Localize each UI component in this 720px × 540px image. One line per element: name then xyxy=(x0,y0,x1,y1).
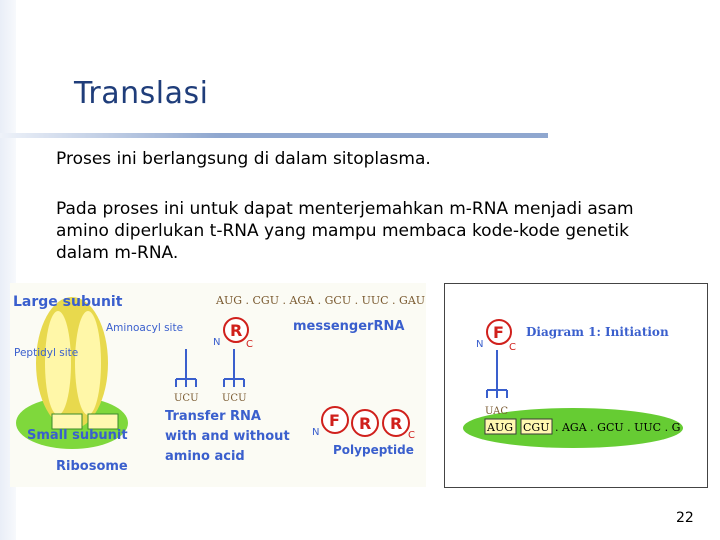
trna-anticodon: UCU xyxy=(222,393,247,404)
transfer-rna-label-line2: with and without xyxy=(165,429,290,444)
polypeptide-letter: R xyxy=(390,414,402,433)
small-subunit-shape xyxy=(463,408,683,448)
polypeptide-letter: F xyxy=(329,411,340,430)
title-underline xyxy=(0,133,548,138)
ribosome-figure: Large subunit Aminoacyl site Peptidyl si… xyxy=(10,283,426,487)
mrna-sequence: AUG . CGU . AGA . GCU . UUC . GAU xyxy=(215,294,425,307)
codon-aug: AUG xyxy=(486,421,513,434)
n-terminus-label: N xyxy=(213,337,220,348)
ribosome-diagram: Large subunit Aminoacyl site Peptidyl si… xyxy=(13,294,425,474)
c-terminus-label: C xyxy=(509,342,516,353)
paragraph-location: Proses ini berlangsung di dalam sitoplas… xyxy=(56,149,431,169)
polypeptide-label: Polypeptide xyxy=(333,443,414,457)
trna-anticodon: UAC xyxy=(485,406,508,417)
amino-acid-letter: F xyxy=(493,323,504,342)
aminoacyl-site-shape xyxy=(75,311,101,415)
trna-anticodon-prongs xyxy=(175,378,197,387)
amino-acid-circle xyxy=(223,317,249,343)
amino-acid-letter: R xyxy=(230,321,242,340)
page-number: 22 xyxy=(676,510,694,526)
codon-box xyxy=(484,418,517,435)
n-terminus-label: N xyxy=(476,339,483,350)
slide-title: Translasi xyxy=(74,76,209,111)
paragraph-description: Pada proses ini untuk dapat menterjemahk… xyxy=(56,199,634,263)
polypeptide-amino-circle xyxy=(321,406,349,434)
large-subunit-label: Large subunit xyxy=(13,294,123,310)
transfer-rna-label: Transfer RNA xyxy=(165,409,261,424)
polypeptide-amino-circle xyxy=(382,409,410,437)
peptidyl-site-shape xyxy=(45,311,71,415)
initiation-diagram: F N C Diagram 1: Initiation UAC AUG CGU … xyxy=(444,283,708,488)
polypeptide-amino-circle xyxy=(351,409,379,437)
trna-anticodon: UCU xyxy=(174,393,199,404)
c-terminus-label: C xyxy=(246,339,253,350)
polypeptide-c-label: C xyxy=(408,430,415,441)
codon-slot xyxy=(87,413,119,430)
peptidyl-site-label: Peptidyl site xyxy=(14,347,78,359)
codon-slot xyxy=(51,413,83,430)
transfer-rna-label-line3: amino acid xyxy=(165,449,245,464)
aminoacyl-site-label: Aminoacyl site xyxy=(106,322,183,334)
trna-anticodon-prongs xyxy=(486,389,508,398)
small-subunit-label: Small subunit xyxy=(27,428,128,443)
codon-box xyxy=(520,418,553,435)
ribosome-label: Ribosome xyxy=(56,459,128,474)
messenger-rna-label: messengerRNA xyxy=(293,319,404,334)
codon-cgu: CGU xyxy=(523,421,549,434)
initiation-diagram-svg: F N C Diagram 1: Initiation UAC AUG CGU … xyxy=(463,319,683,448)
amino-acid-circle xyxy=(486,319,512,345)
polypeptide-n-label: N xyxy=(312,427,319,438)
diagram-title: Diagram 1: Initiation xyxy=(526,325,669,339)
mrna-sequence-rest: . AGA . GCU . UUC . G xyxy=(555,421,680,434)
polypeptide-letter: R xyxy=(359,414,371,433)
trna-anticodon-prongs xyxy=(223,378,245,387)
